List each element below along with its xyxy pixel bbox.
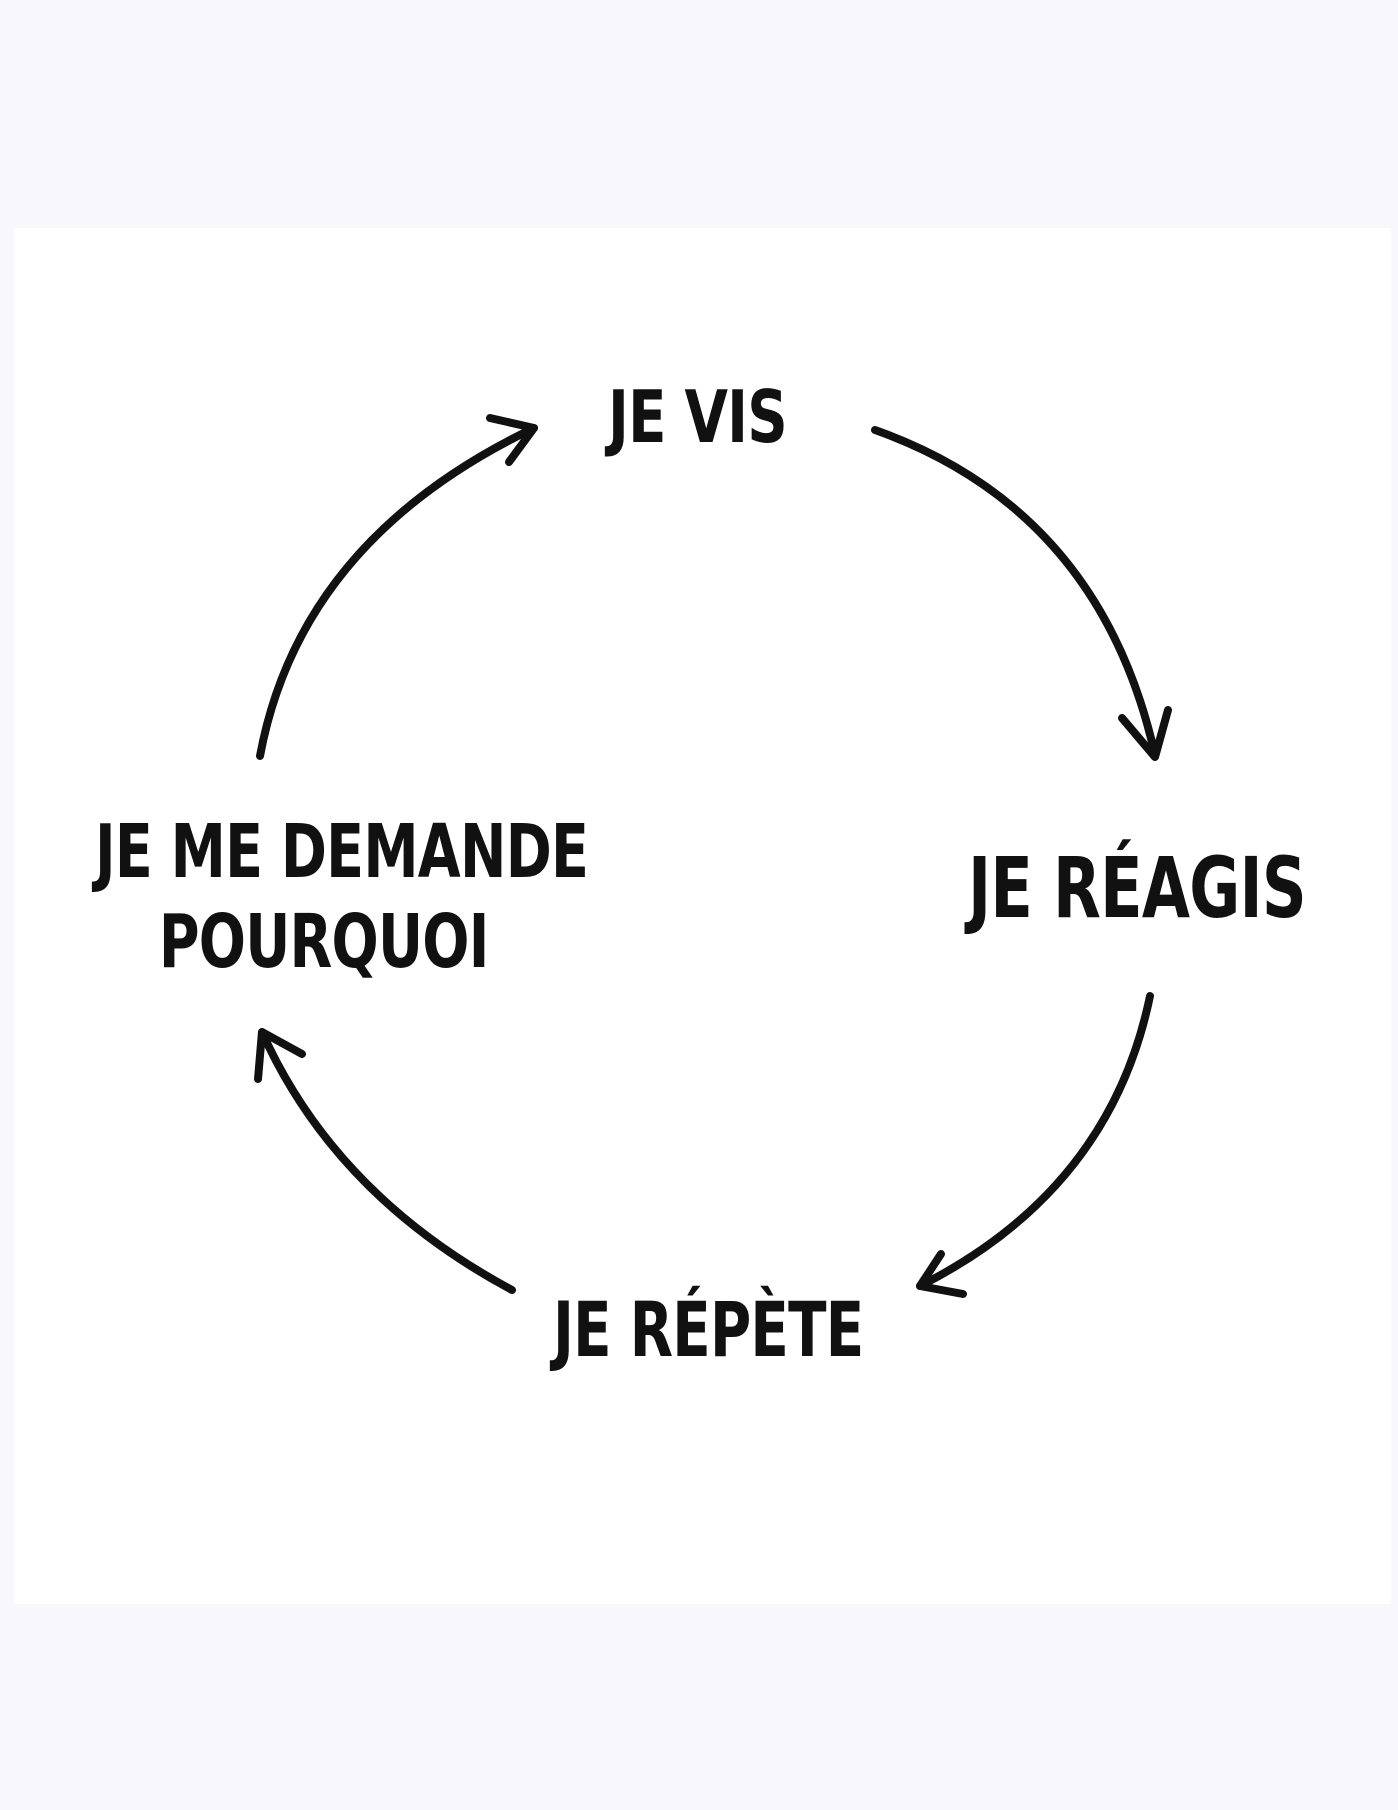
node-left-line-1: JE ME DEMANDE	[95, 809, 589, 895]
diagram-card	[14, 228, 1391, 1604]
arrow-top-to-right-head	[1118, 706, 1172, 761]
arrow-top-to-right	[871, 426, 1159, 759]
arrow-right-to-bottom	[916, 992, 1154, 1290]
arrow-bottom-to-left	[258, 1028, 516, 1294]
arrow-right-to-bottom-head	[916, 1250, 967, 1298]
node-je-me-demande-pourquoi: JE ME DEMANDE POURQUOI	[95, 807, 589, 987]
arrow-bottom-to-left-head	[254, 1028, 306, 1083]
node-left-line-2: POURQUOI	[158, 899, 489, 985]
node-je-vis: JE VIS	[608, 375, 788, 459]
arrow-left-to-top	[256, 424, 538, 760]
node-je-repete: JE RÉPÈTE	[553, 1285, 864, 1374]
arrow-left-to-top-head	[486, 414, 538, 466]
node-je-reagis: JE RÉAGIS	[968, 839, 1307, 937]
